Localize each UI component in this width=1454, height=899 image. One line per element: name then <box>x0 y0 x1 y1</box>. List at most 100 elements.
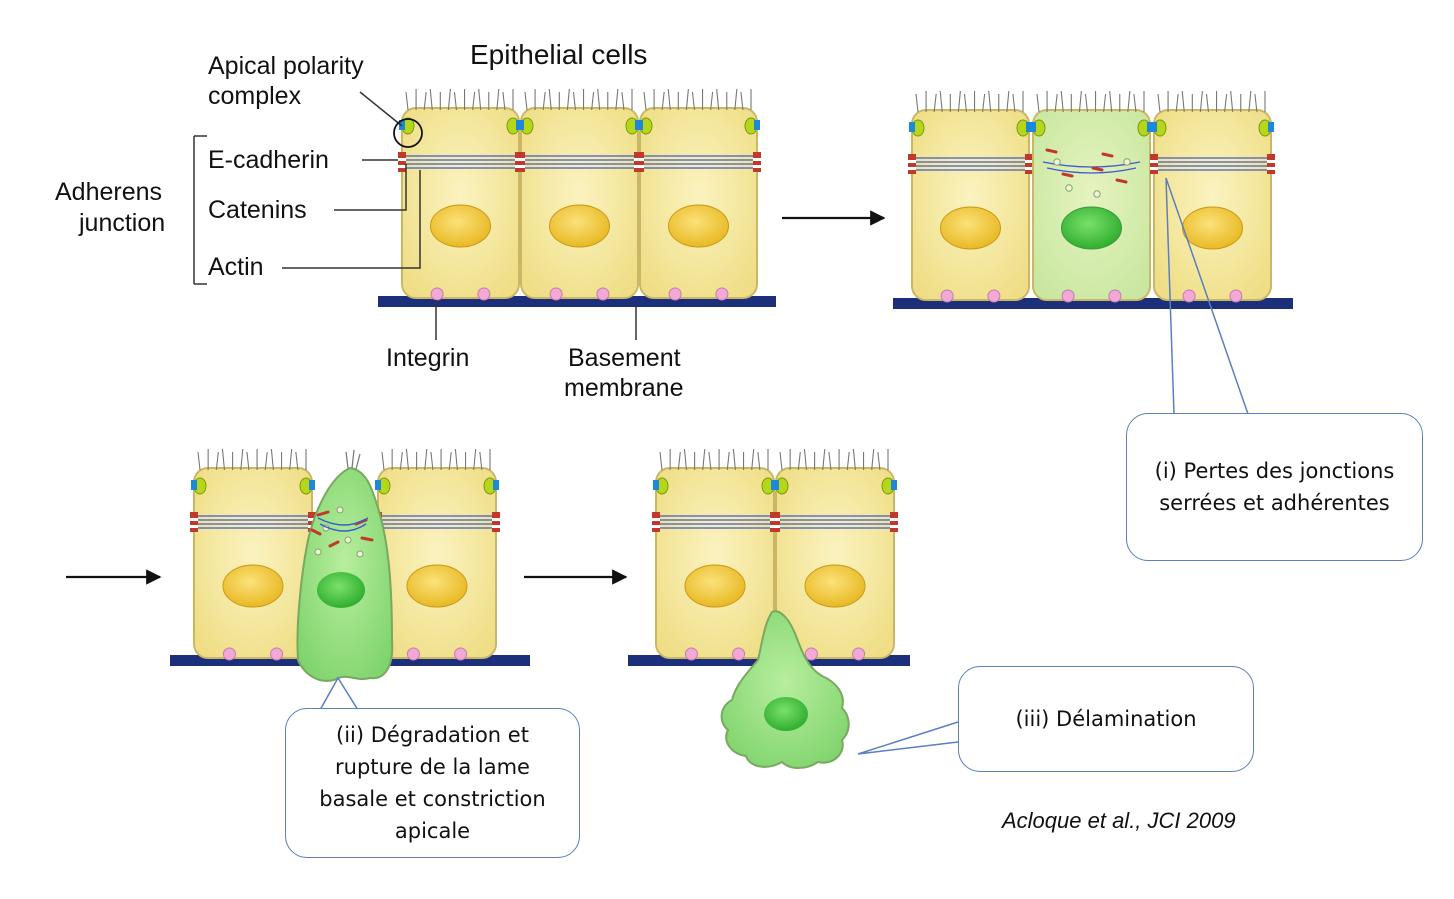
integrin <box>684 647 698 661</box>
microvillus <box>473 448 477 471</box>
cadherin-fragment <box>1091 166 1104 172</box>
microvillus <box>548 88 552 111</box>
cadherin-gap <box>908 160 916 163</box>
e-cadherin-right <box>308 512 316 532</box>
microvillus <box>1060 90 1064 113</box>
microvillus <box>270 448 274 471</box>
microvillus <box>683 448 688 471</box>
label-e-cadherin: E-cadherin <box>208 146 329 174</box>
apical-microvilli <box>524 88 633 111</box>
epithelial-cell <box>517 88 642 301</box>
epithelial-cell <box>908 90 1033 303</box>
label-adherens: Adherens <box>55 178 162 206</box>
microvillus <box>667 88 671 111</box>
basement-membrane <box>378 296 776 307</box>
catenin-dot <box>1123 158 1131 166</box>
microvillus <box>1012 93 1016 113</box>
polarity-marker-left <box>191 480 197 490</box>
microvillus <box>933 93 937 113</box>
cell-body <box>655 467 775 659</box>
microvillus <box>828 451 832 471</box>
microvillus <box>982 93 986 113</box>
label-adherens-2: junction <box>78 209 165 237</box>
e-cadherin-left <box>652 512 660 532</box>
callout-delamination: (iii) Délamination <box>958 666 1254 772</box>
actin-belt <box>660 515 770 529</box>
epithelial-cells-group <box>652 448 898 661</box>
cell-body <box>1153 109 1272 301</box>
polarity-marker-left <box>1030 122 1036 132</box>
polarity-marker-right <box>309 480 315 490</box>
microvillus <box>1036 93 1040 113</box>
cadherin-gap <box>517 158 525 161</box>
integrin <box>1229 289 1243 303</box>
cell-body <box>520 107 639 299</box>
nucleus <box>804 564 866 608</box>
e-cadherin-right <box>753 152 761 172</box>
leader-lines <box>193 91 637 340</box>
cadherin-gap <box>908 167 916 170</box>
label-basement-2: membrane <box>564 374 684 402</box>
microvillus <box>734 88 738 111</box>
microvillus <box>424 448 428 471</box>
callout-junction-loss: (i) Pertes des jonctions serrées et adhé… <box>1126 413 1423 561</box>
polarity-marker-right <box>1147 122 1153 132</box>
apical-microvilli <box>643 88 752 111</box>
actin-belt <box>644 155 753 169</box>
microvillus <box>822 448 826 471</box>
nucleus <box>317 572 365 608</box>
apical-microvilli <box>381 448 491 471</box>
microvillus <box>405 91 409 111</box>
actin-filament <box>1046 167 1137 174</box>
integrin <box>1061 289 1075 303</box>
apical-microvilli <box>1036 90 1145 113</box>
microvillus <box>542 91 546 111</box>
polarity-marker-right <box>1268 122 1274 132</box>
microvillus <box>710 91 714 111</box>
microvillus <box>447 88 451 111</box>
integrin <box>222 647 236 661</box>
microvillus <box>963 93 968 113</box>
microvillus <box>591 91 595 111</box>
microvillus <box>430 451 434 471</box>
cadherin-gap <box>517 165 525 168</box>
microvillus <box>732 448 736 471</box>
label-actin: Actin <box>208 253 264 281</box>
polarity-marker-right <box>754 120 760 130</box>
cadherin-gap <box>1150 160 1158 163</box>
cell-body <box>193 467 313 659</box>
cadherin-gap <box>398 165 406 168</box>
polarity-marker-right <box>891 480 897 490</box>
microvillus <box>496 88 500 111</box>
microvillus <box>453 91 458 111</box>
microvillus <box>479 451 483 471</box>
microvillus <box>1103 93 1107 113</box>
microvillus <box>197 451 201 471</box>
microvillus <box>429 88 433 111</box>
actin-belt <box>780 515 890 529</box>
microvillus <box>1006 90 1010 113</box>
microvillus <box>1078 90 1082 113</box>
actin-belt <box>916 157 1025 171</box>
citation: Acloque et al., JCI 2009 <box>1002 808 1236 833</box>
diagram-title: Epithelial cells <box>470 39 647 70</box>
nucleus <box>222 564 284 608</box>
microvillus <box>1109 90 1113 113</box>
microvillus <box>566 88 570 111</box>
microvillus <box>399 451 403 471</box>
catenin-dot <box>1065 184 1073 192</box>
cadherin-fragment <box>1045 148 1058 154</box>
microvillus <box>685 88 689 111</box>
microvillus <box>1254 93 1258 113</box>
catenin-dot <box>1093 190 1101 198</box>
cadherin-gap <box>1267 160 1275 163</box>
microvillus <box>1127 90 1131 113</box>
integrin <box>852 647 866 661</box>
microvillus <box>215 451 219 471</box>
polarity-marker-left <box>637 120 643 130</box>
integrin <box>668 287 682 301</box>
microvillus <box>852 448 856 471</box>
microvillus <box>779 451 783 471</box>
callout-pointers <box>319 177 1249 755</box>
